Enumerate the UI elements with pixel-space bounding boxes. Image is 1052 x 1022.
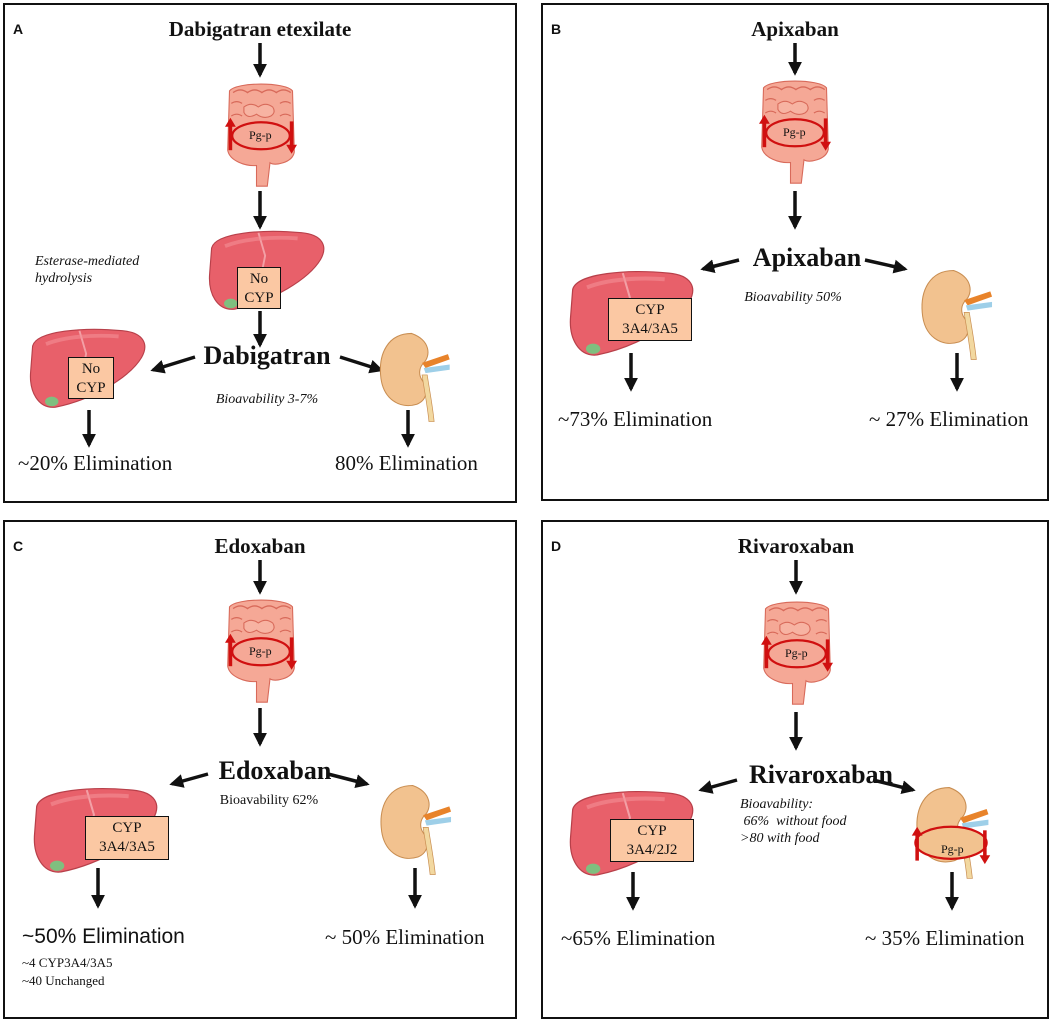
pgp-label: Pg-p xyxy=(941,842,964,856)
flow-arrows xyxy=(626,560,959,911)
intestine-icon xyxy=(225,80,297,188)
drug-name: Edoxaban xyxy=(218,756,332,785)
bioavailability: Bioavability 50% xyxy=(744,290,842,305)
panel-b: B Apixaban Pg-p Apixaban Bioavability 50… xyxy=(541,3,1049,501)
panel-label: C xyxy=(13,538,24,554)
flow-arrows xyxy=(82,43,415,448)
hydrolysis-note: Esterase-mediated hydrolysis xyxy=(35,254,140,286)
pgp-label: Pg-p xyxy=(785,646,808,660)
elimination-kidney: ~ 35% Elimination xyxy=(865,926,1025,950)
panel-title: Rivaroxaban xyxy=(737,534,855,558)
panel-title: Dabigatran etexilate xyxy=(168,17,352,41)
intestine-icon xyxy=(759,77,831,185)
drug-name: Apixaban xyxy=(752,243,862,272)
intestine-icon xyxy=(225,596,297,704)
panel-c: C Edoxaban Pg-p Edoxaban Bioavability 62… xyxy=(3,520,517,1019)
elimination-kidney: 80% Elimination xyxy=(335,451,478,475)
panel-a: A Dabigatran etexilate Pg-p Esterase-med… xyxy=(3,3,517,503)
elimination-liver: ~65% Elimination xyxy=(561,926,716,950)
kidney-icon xyxy=(377,330,455,425)
pgp-label: Pg-p xyxy=(783,125,806,139)
intestine-icon xyxy=(761,598,833,706)
elimination-kidney: ~ 27% Elimination xyxy=(869,407,1029,431)
flow-arrows xyxy=(624,43,964,392)
pgp-label: Pg-p xyxy=(249,128,272,142)
panel-label: B xyxy=(551,21,562,37)
elimination-liver: ~50% Elimination xyxy=(22,925,185,948)
panel-title: Apixaban xyxy=(751,17,839,41)
panel-title: Edoxaban xyxy=(214,534,306,558)
panel-d: D Rivaroxaban Pg-p Rivaroxaban Bioavabil… xyxy=(541,520,1049,1019)
kidney-icon xyxy=(911,787,991,879)
panel-label: D xyxy=(551,538,562,554)
kidney-icon xyxy=(377,782,457,878)
pgp-label: Pg-p xyxy=(249,644,272,658)
elimination-liver: ~73% Elimination xyxy=(558,407,713,431)
liver-cyp-box: CYP 3A4/2J2 xyxy=(610,819,694,862)
liver-cyp-box: No CYP xyxy=(237,267,281,309)
bioavailability: Bioavability 3-7% xyxy=(215,392,319,407)
bioavailability: Bioavability: 66% without food >80 with … xyxy=(740,797,847,846)
elimination-detail: ~4 CYP3A4/3A5 xyxy=(22,955,113,970)
liver-cyp-box: No CYP xyxy=(68,357,114,399)
drug-name: Dabigatran xyxy=(203,341,331,370)
liver-cyp-box: CYP 3A4/3A5 xyxy=(608,298,692,341)
elimination-liver: ~20% Elimination xyxy=(18,451,173,475)
liver-cyp-box: CYP 3A4/3A5 xyxy=(85,816,169,860)
bioavailability: Bioavability 62% xyxy=(219,793,319,808)
kidney-icon xyxy=(918,267,998,363)
elimination-kidney: ~ 50% Elimination xyxy=(325,925,485,949)
flow-arrows xyxy=(91,560,422,909)
elimination-detail: ~40 Unchanged xyxy=(22,973,105,988)
drug-name: Rivaroxaban xyxy=(749,760,893,789)
panel-label: A xyxy=(13,21,24,37)
